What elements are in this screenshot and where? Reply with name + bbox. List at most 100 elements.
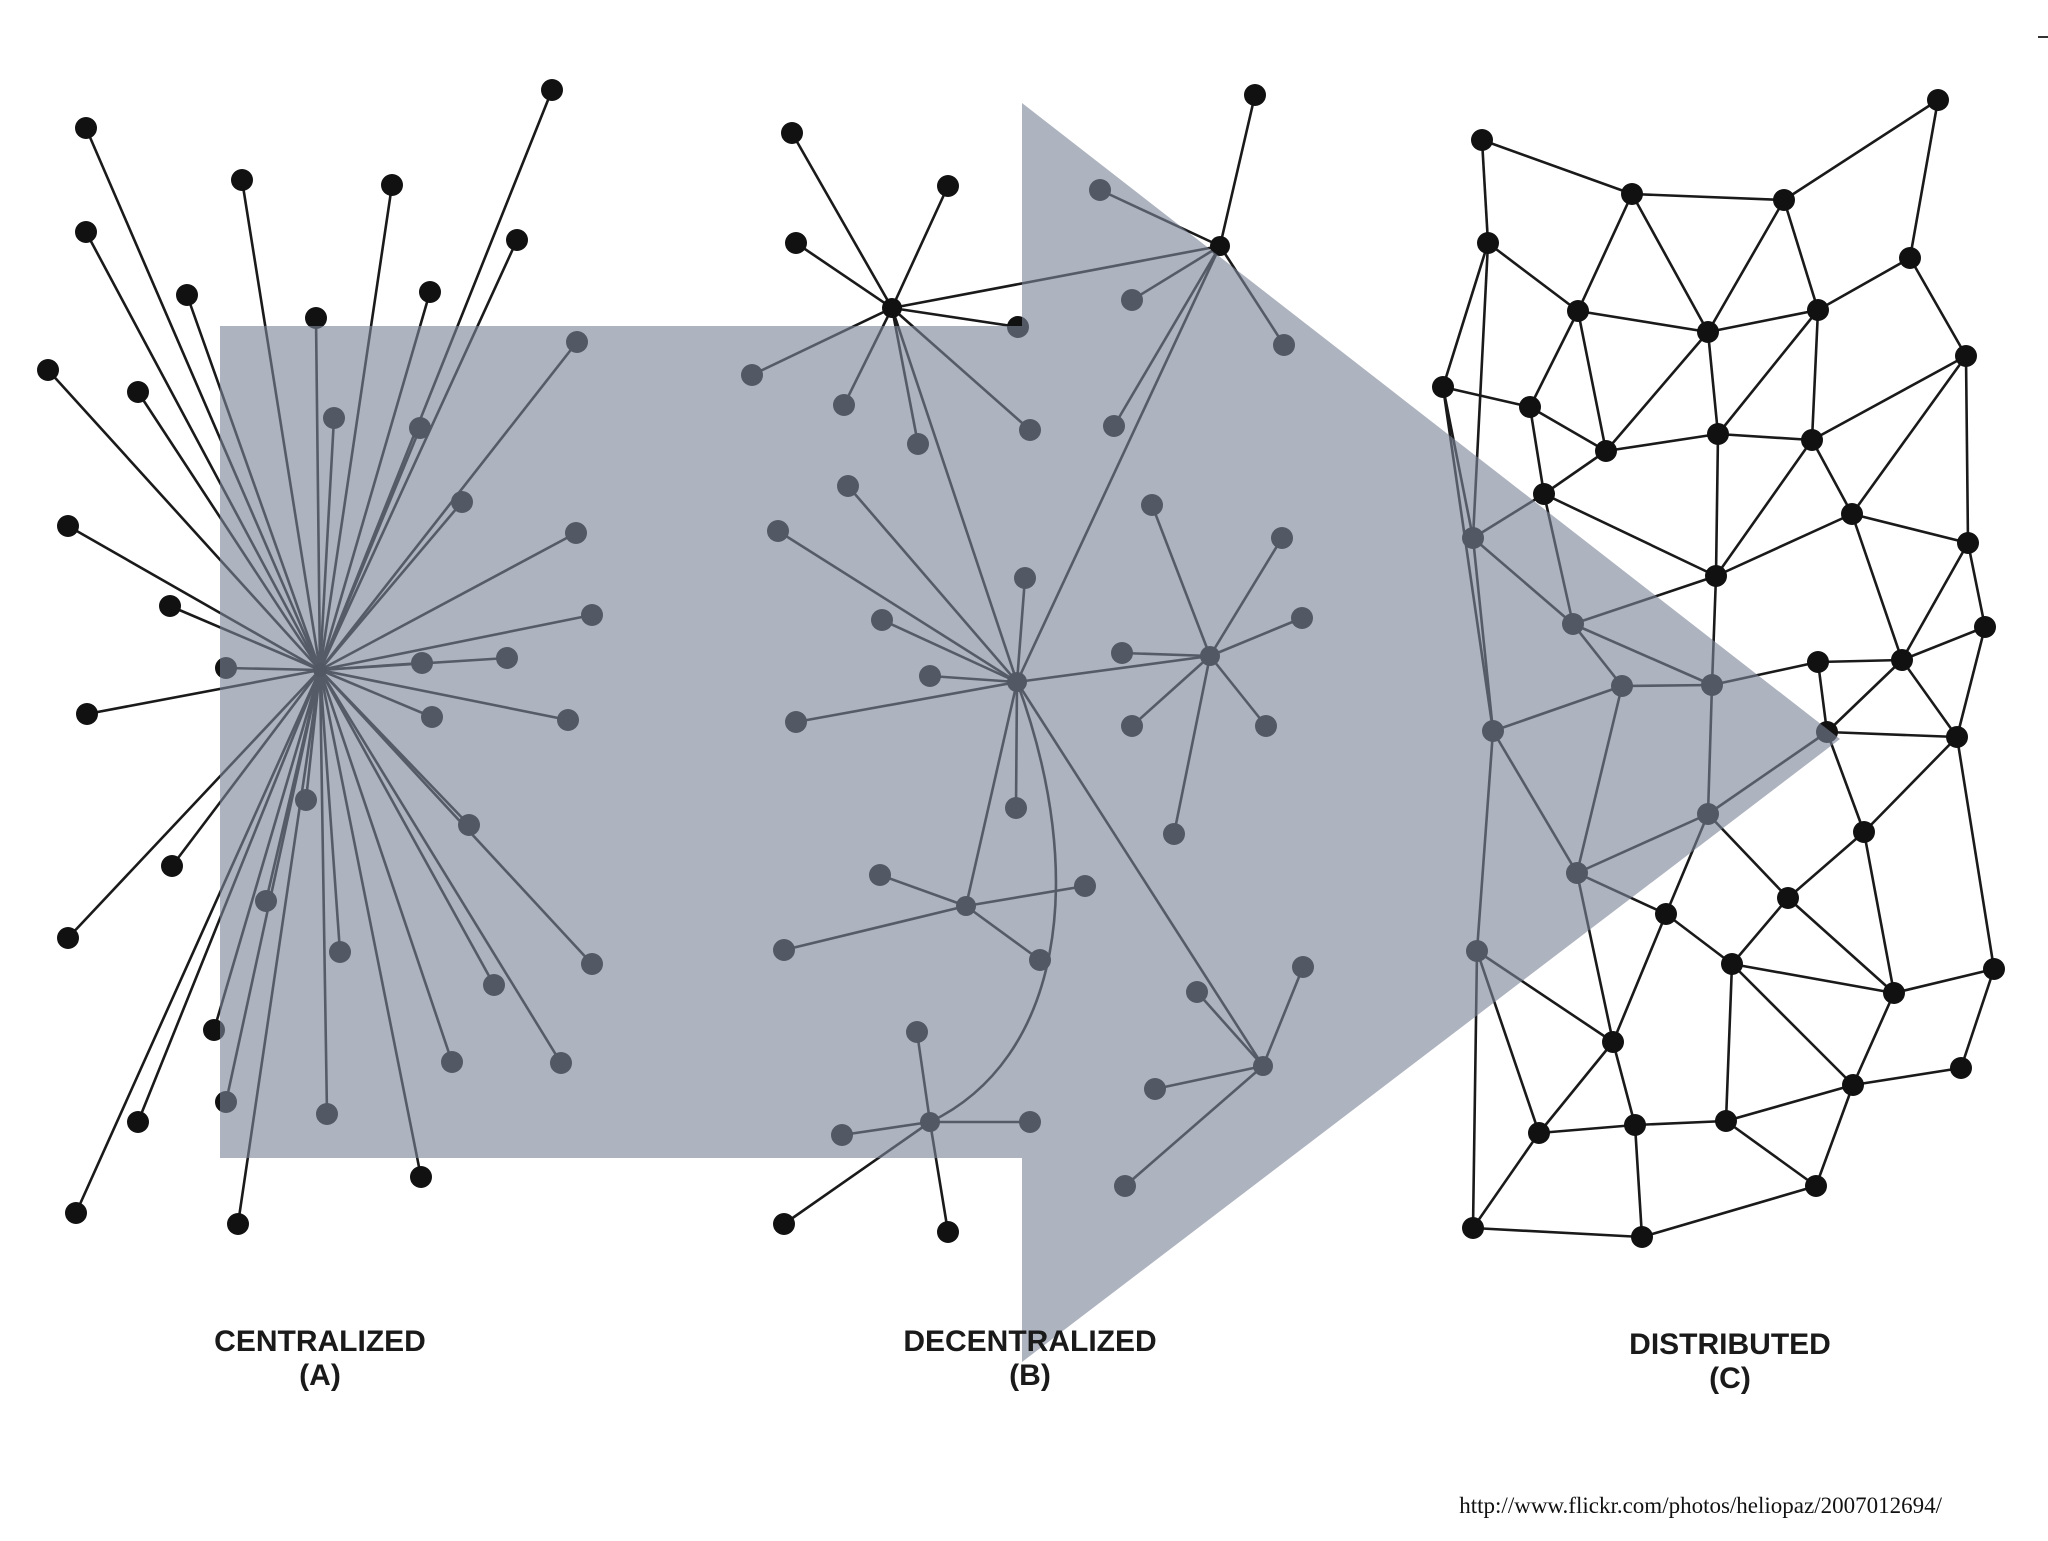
edge-c-80 (1731, 962, 1895, 995)
node-c-f (1567, 300, 1589, 322)
node-a-33 (203, 1019, 225, 1041)
edge-c-7 (1782, 199, 1820, 311)
node-a-8 (419, 281, 441, 303)
edge-c-1 (1631, 192, 1785, 202)
edge-c-0 (1481, 138, 1633, 196)
node-a-4 (541, 79, 563, 101)
edge-c-17 (1605, 331, 1709, 452)
edge-c-92 (1471, 1132, 1541, 1229)
spoke-b-h1-3 (891, 306, 1019, 329)
node-c-d (1927, 89, 1949, 111)
node-c-o (1955, 345, 1977, 367)
edge-c-15 (1528, 310, 1580, 408)
edge-c-55 (1816, 661, 1829, 733)
decentralized-title: DECENTRALIZED (903, 1325, 1157, 1358)
edge-c-10 (1441, 242, 1490, 388)
node-b-h7-3 (773, 1213, 795, 1235)
source-credit[interactable]: http://www.flickr.com/photos/heliopaz/20… (1459, 1493, 1942, 1518)
spoke-b-h1-1 (890, 185, 950, 309)
edge-c-24 (1529, 405, 1607, 453)
edge-c-44 (1850, 513, 1904, 661)
edge-c-4 (1576, 193, 1634, 312)
node-c-R (1715, 1110, 1737, 1132)
edge-c-54 (1817, 658, 1903, 664)
edge-c-33 (1964, 355, 1970, 544)
node-c-b (1621, 183, 1643, 205)
node-c-c (1773, 189, 1795, 211)
node-c-N (1842, 1074, 1864, 1096)
edge-c-66 (1787, 831, 1865, 899)
edge-c-25 (1605, 432, 1719, 453)
node-a-2 (231, 169, 253, 191)
edge-c-90 (1725, 1083, 1854, 1123)
edge-c-65 (1955, 736, 1996, 970)
edge-c-22 (1811, 354, 1967, 442)
node-b-h1-0 (781, 122, 803, 144)
edge-c-5 (1630, 193, 1710, 333)
node-c-P (1528, 1122, 1550, 1144)
node-a-3 (381, 174, 403, 196)
node-c-y (1891, 649, 1913, 671)
node-a-22 (76, 703, 98, 725)
edge-c-87 (1611, 1041, 1637, 1126)
spoke-b-h1-2 (795, 241, 893, 310)
node-a-16 (159, 595, 181, 617)
edge-c-19 (1716, 309, 1820, 435)
node-c-p (1533, 483, 1555, 505)
edge-c-32 (1810, 439, 1854, 515)
edge-c-23 (1442, 385, 1531, 409)
node-a-6 (176, 284, 198, 306)
node-c-z (1974, 616, 1996, 638)
edge-c-8 (1908, 99, 1940, 259)
corner-dash (2038, 36, 2048, 38)
edge-c-88 (1852, 1066, 1962, 1087)
node-c-h (1807, 299, 1829, 321)
edge-c-58 (1955, 626, 1987, 738)
distributed-label: DISTRIBUTED (C) (1560, 1328, 1900, 1396)
edge-c-30 (1714, 433, 1720, 577)
centralized-label: CENTRALIZED (A) (150, 1325, 490, 1393)
edge-c-84 (1851, 992, 1896, 1086)
edge-c-28 (1528, 406, 1546, 495)
node-b-h1-2 (785, 232, 807, 254)
distributed-title: DISTRIBUTED (1629, 1328, 1831, 1361)
edge-c-12 (1707, 308, 1819, 334)
node-c-O (1950, 1057, 1972, 1079)
node-c-m (1707, 423, 1729, 445)
node-c-H (1777, 887, 1799, 909)
node-c-D (1853, 821, 1875, 843)
edge-c-3 (1480, 139, 1490, 244)
node-a-7 (305, 307, 327, 329)
edge-c-82 (1724, 963, 1734, 1122)
node-a-0 (75, 117, 97, 139)
node-a-9 (37, 359, 59, 381)
spoke-b-h1-0 (790, 132, 894, 309)
edge-c-20 (1810, 309, 1820, 441)
edge-c-18 (1706, 331, 1720, 435)
distributed-sub: (C) (1709, 1362, 1751, 1395)
node-c-l (1595, 440, 1617, 462)
node-c-U (1631, 1226, 1653, 1248)
node-c-T (1462, 1217, 1484, 1239)
node-c-i (1899, 247, 1921, 269)
edge-c-45 (1966, 542, 1987, 628)
edge-c-13 (1817, 256, 1911, 312)
edge-c-76 (1787, 897, 1895, 994)
node-a-15 (57, 515, 79, 537)
node-a-41 (410, 1166, 432, 1188)
node-c-L (1983, 958, 2005, 980)
hub-b-h2 (1210, 236, 1230, 256)
edge-c-83 (1893, 967, 1995, 995)
node-c-a (1471, 129, 1493, 151)
edge-c-62 (1825, 731, 1866, 833)
right-arrow-icon (220, 103, 1840, 1362)
node-c-Q (1624, 1114, 1646, 1136)
edge-c-67 (1862, 831, 1896, 994)
edge-c-98 (1900, 659, 1959, 738)
decentralized-label: DECENTRALIZED (B) (840, 1325, 1220, 1393)
edge-c-97 (1641, 1184, 1817, 1239)
edge-c-96 (1472, 1226, 1643, 1239)
edge-c-64 (1863, 736, 1958, 833)
decentralized-sub: (B) (1009, 1359, 1051, 1392)
